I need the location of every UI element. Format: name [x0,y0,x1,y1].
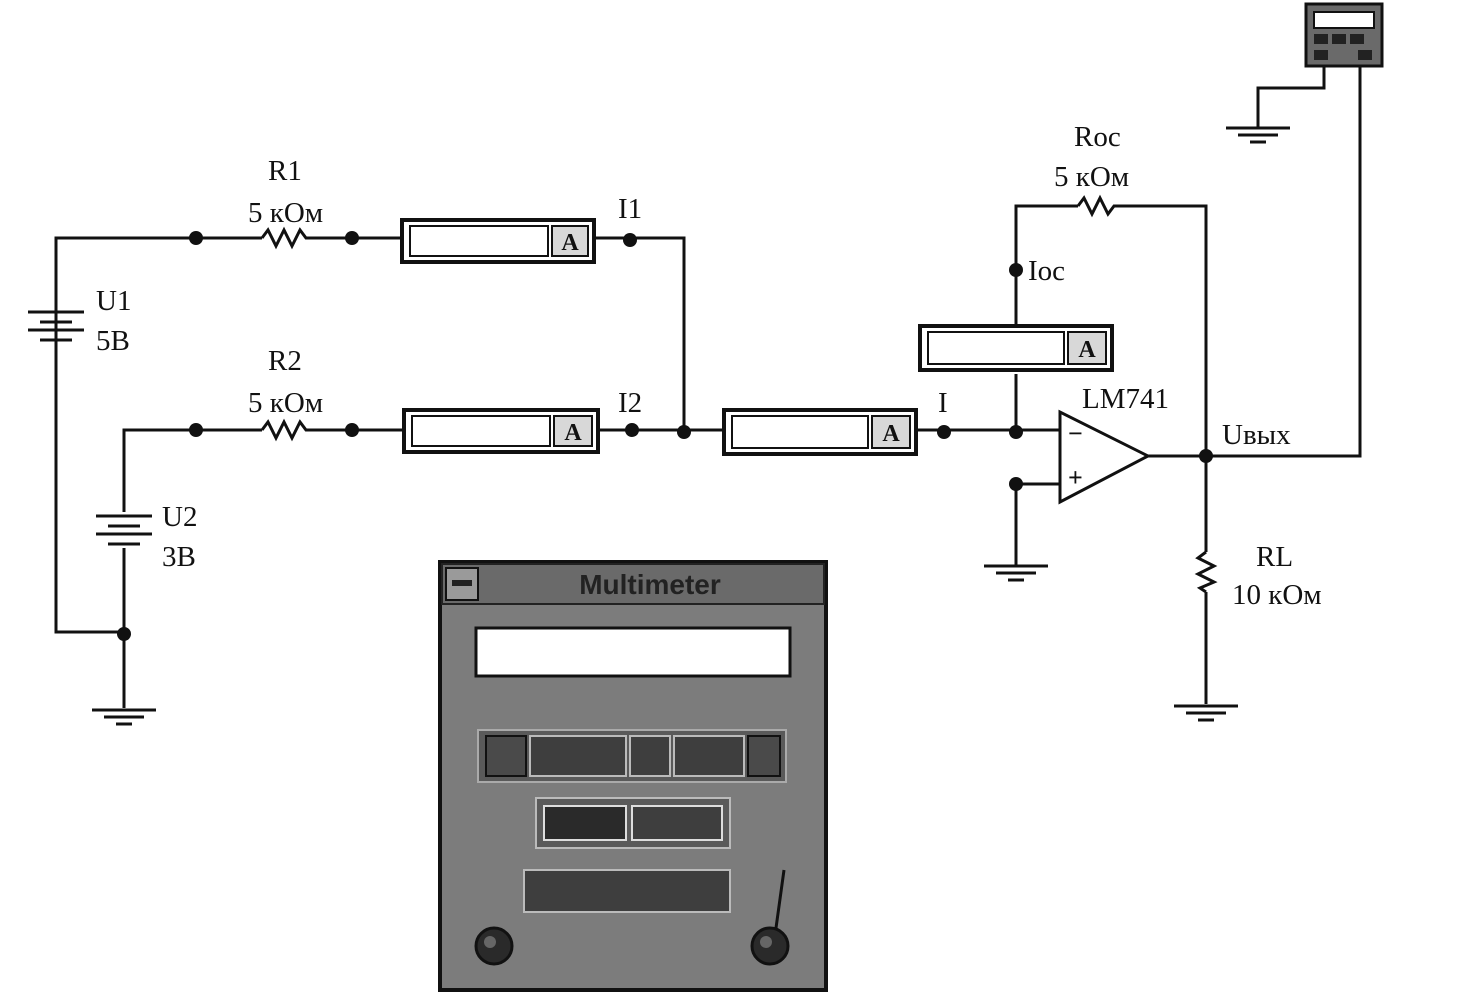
u1-name: U1 [96,285,131,317]
r1-name: R1 [268,155,302,187]
window-menu-icon[interactable] [445,567,479,601]
ammeter-label: A [882,421,900,447]
r1-value: 5 кОм [248,197,323,229]
node-label-ioc: Ioc [1028,255,1065,287]
junction-dot [345,423,359,437]
opamp-lm741[interactable]: − + [1058,409,1152,505]
rl-name: RL [1256,541,1293,573]
multimeter-mode-button[interactable] [485,735,527,777]
junction-dot [345,231,359,245]
opamp-name: LM741 [1082,383,1169,415]
node-label-i1: I1 [618,193,642,225]
ground-icon [92,708,156,726]
multimeter-icon[interactable] [1304,2,1384,68]
r2-name: R2 [268,345,302,377]
junction-dots [117,231,1213,641]
u2-value: 3В [162,541,196,573]
ground-icon [984,564,1048,582]
node-label-uout: Uвых [1222,419,1291,451]
resistor-roc[interactable] [1076,194,1118,218]
ammeter-i1[interactable]: A [400,218,596,264]
ground-icon [1174,704,1238,722]
ammeter-ioc[interactable]: A [918,324,1114,372]
opamp-minus-sign: − [1068,419,1083,448]
resistor-r1[interactable] [260,226,310,250]
multimeter-title-bar [441,563,825,605]
roc-name: Roc [1074,121,1121,153]
junction-dot [117,627,131,641]
junction-dot [625,423,639,437]
u2-name: U2 [162,501,197,533]
resistor-r2[interactable] [260,418,310,442]
ammeter-i2[interactable]: A [402,408,600,454]
terminal-lead [774,869,786,929]
battery-u2[interactable] [96,514,152,546]
junction-dot [937,425,951,439]
junction-dot [189,423,203,437]
ammeter-label: A [564,420,582,446]
junction-dot [1009,425,1023,439]
node-label-i2: I2 [618,387,642,419]
battery-u1[interactable] [28,310,84,342]
ammeter-label: A [561,230,579,256]
multimeter-mode-button[interactable] [629,735,671,777]
ammeter-label: A [1078,337,1096,363]
r2-value: 5 кОм [248,387,323,419]
resistor-rl[interactable] [1194,550,1218,594]
junction-dot [1009,477,1023,491]
terminal-icon[interactable] [750,926,790,966]
rl-value: 10 кОм [1232,579,1322,611]
multimeter-mode-button[interactable] [747,735,781,777]
opamp-plus-sign: + [1068,463,1083,492]
node-label-i: I [938,387,948,419]
multimeter-window[interactable]: Multimeter [438,560,828,992]
multimeter-mode-button[interactable] [673,735,745,777]
junction-dot [1199,449,1213,463]
roc-value: 5 кОм [1054,161,1129,193]
labels: R1 5 кОм R2 5 кОм U1 5В U2 3В Roc 5 кОм … [96,121,1322,611]
junction-dot [623,233,637,247]
junction-dot [677,425,691,439]
terminal-icon[interactable] [474,926,514,966]
junction-dot [189,231,203,245]
ground-icon [1226,126,1290,144]
multimeter-settings-button[interactable] [523,869,731,913]
multimeter-dc-button[interactable] [631,805,723,841]
ammeter-i[interactable]: A [722,408,918,456]
multimeter-title: Multimeter [579,569,721,600]
u1-value: 5В [96,325,130,357]
junction-dot [1009,263,1023,277]
multimeter-display [474,626,792,678]
multimeter-mode-button[interactable] [529,735,627,777]
multimeter-ac-button[interactable] [543,805,627,841]
